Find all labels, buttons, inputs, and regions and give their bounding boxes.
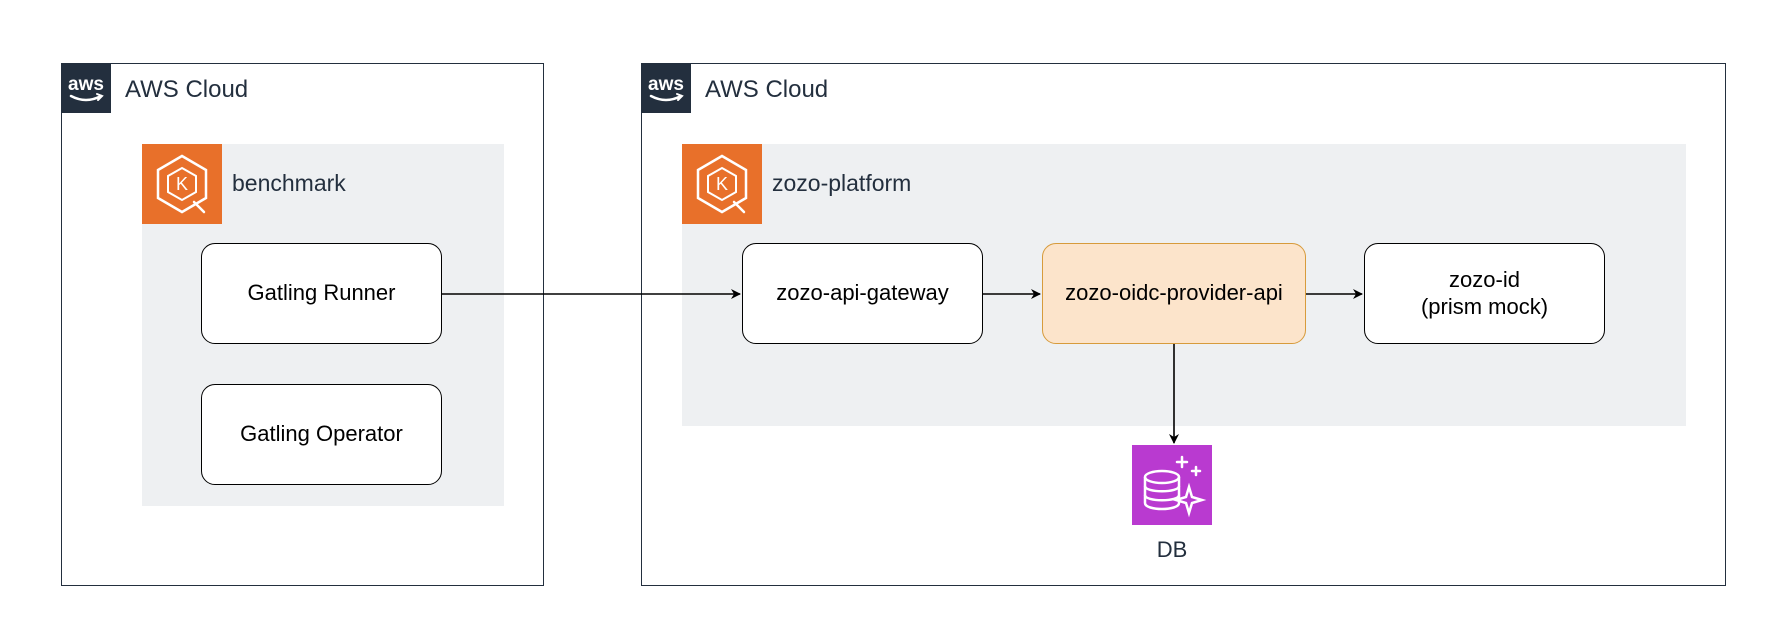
- cluster-label: zozo-platform: [772, 170, 912, 196]
- kubernetes-icon: K: [142, 144, 222, 224]
- node-label: zozo-api-gateway: [776, 280, 949, 306]
- node-zozo-oidc-provider-api[interactable]: zozo-oidc-provider-api: [1042, 243, 1306, 344]
- node-zozo-api-gateway[interactable]: zozo-api-gateway: [742, 243, 983, 344]
- cloud-label: AWS Cloud: [705, 76, 829, 103]
- aws-logo-icon: aws: [61, 63, 111, 113]
- svg-text:K: K: [716, 174, 728, 194]
- aws-logo-icon: aws: [641, 63, 691, 113]
- cluster-label: benchmark: [232, 170, 346, 196]
- svg-text:aws: aws: [68, 74, 104, 95]
- node-label: Gatling Runner: [247, 280, 396, 306]
- svg-text:aws: aws: [648, 74, 684, 95]
- cloud-label: AWS Cloud: [125, 76, 249, 103]
- node-gatling-runner[interactable]: Gatling Runner: [201, 243, 442, 344]
- node-label: zozo-id: [1449, 267, 1520, 293]
- node-sublabel: (prism mock): [1420, 293, 1549, 319]
- aurora-database-icon[interactable]: [1132, 445, 1212, 525]
- svg-text:K: K: [176, 174, 188, 194]
- node-label: Gatling Operator: [240, 421, 403, 447]
- node-gatling-operator[interactable]: Gatling Operator: [201, 384, 442, 485]
- node-label: zozo-oidc-provider-api: [1065, 280, 1283, 306]
- db-label: DB: [1156, 537, 1188, 562]
- node-zozo-id[interactable]: zozo-id (prism mock): [1364, 243, 1605, 344]
- kubernetes-icon: K: [682, 144, 762, 224]
